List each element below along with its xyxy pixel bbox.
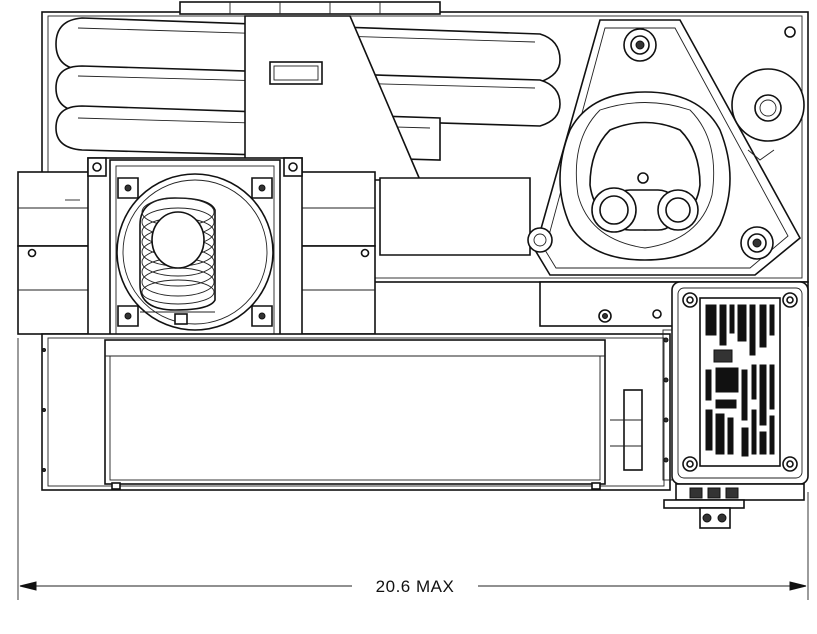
fan-housing: [527, 19, 805, 276]
coil-lamp: [139, 197, 216, 325]
dimension-arrow-left: [19, 581, 37, 591]
ballast-block: [244, 15, 531, 256]
cable-terminals: [663, 483, 805, 529]
width-dimension: 20.6 MAX: [17, 338, 809, 600]
lower-enclosure: [41, 333, 671, 491]
junction-box: [662, 281, 809, 485]
dimension-arrow-right: [789, 581, 807, 591]
dimension-label: 20.6 MAX: [376, 577, 455, 596]
